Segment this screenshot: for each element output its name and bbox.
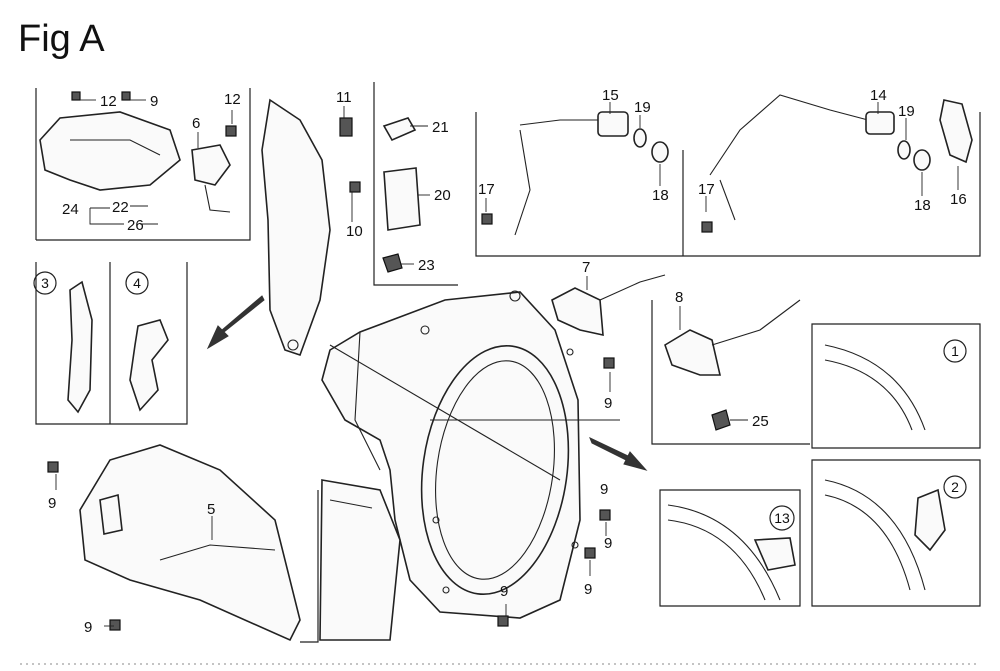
shroud-lower-left (319, 479, 401, 641)
callout-8: 8 (675, 289, 683, 306)
callout-9b: 9 (604, 395, 612, 412)
callout-25: 25 (752, 413, 769, 430)
callout-20: 20 (434, 187, 451, 204)
leader-lines (55, 99, 959, 627)
detail-boxes (35, 82, 981, 643)
callout-16: 16 (950, 191, 967, 208)
callout-11: 11 (336, 89, 352, 106)
bolts (47, 91, 713, 631)
callout-labels: 12 9 12 6 11 21 24 22 26 10 20 23 15 19 … (48, 87, 967, 636)
part-16-bracket (939, 99, 973, 164)
part-14-sensor (709, 94, 931, 221)
callout-9a: 9 (150, 93, 158, 110)
part-7-switch (551, 274, 666, 337)
callout-9c: 9 (48, 495, 56, 512)
detail-13-arc (667, 504, 796, 601)
callout-9e: 9 (600, 481, 608, 498)
callout-24: 24 (62, 201, 79, 218)
callout-23: 23 (418, 257, 435, 274)
callout-18a: 18 (652, 187, 669, 204)
callout-12b: 12 (224, 91, 241, 108)
callout-9f: 9 (584, 581, 592, 598)
direction-arrows (206, 295, 648, 471)
callout-10: 10 (346, 223, 363, 240)
part-guide-tall (261, 98, 331, 357)
part-23-nut (382, 253, 403, 273)
callout-19b: 19 (898, 103, 915, 120)
circled-13: 13 (774, 510, 790, 526)
callout-22: 22 (112, 199, 129, 216)
callout-7: 7 (582, 259, 590, 276)
detail-1-arc (824, 344, 926, 431)
circled-labels: 3 4 1 2 13 (33, 271, 967, 531)
callout-17b: 17 (698, 181, 715, 198)
figure-title: Fig A (18, 18, 105, 60)
callout-19a: 19 (634, 99, 651, 116)
callout-6: 6 (192, 115, 200, 132)
circled-2: 2 (951, 479, 959, 495)
part-6-bracket (191, 144, 231, 213)
part-5-plate (79, 444, 301, 642)
callout-26: 26 (127, 217, 144, 234)
callout-9g: 9 (500, 583, 508, 600)
callout-5: 5 (207, 501, 215, 518)
callout-18b: 18 (914, 197, 931, 214)
fan-shroud (321, 290, 620, 619)
callout-17a: 17 (478, 181, 495, 198)
part-4-clip (129, 319, 169, 412)
circled-3: 3 (41, 275, 49, 291)
callout-21: 21 (432, 119, 449, 136)
part-15-sensor (514, 111, 669, 236)
callout-12a: 12 (100, 93, 117, 110)
part-21-clip (382, 117, 417, 142)
circled-1: 1 (951, 343, 959, 359)
callout-9d: 9 (84, 619, 92, 636)
part-20-block (383, 167, 421, 231)
callout-9h: 9 (604, 535, 612, 552)
detail-2-arc (824, 479, 946, 591)
part-25-nut (711, 409, 731, 431)
part-24-bracket (39, 111, 181, 191)
circled-4: 4 (133, 275, 141, 291)
callout-14: 14 (870, 87, 887, 104)
callout-15: 15 (602, 87, 619, 104)
part-3-clip (67, 280, 93, 414)
part-8-switch (664, 299, 801, 376)
